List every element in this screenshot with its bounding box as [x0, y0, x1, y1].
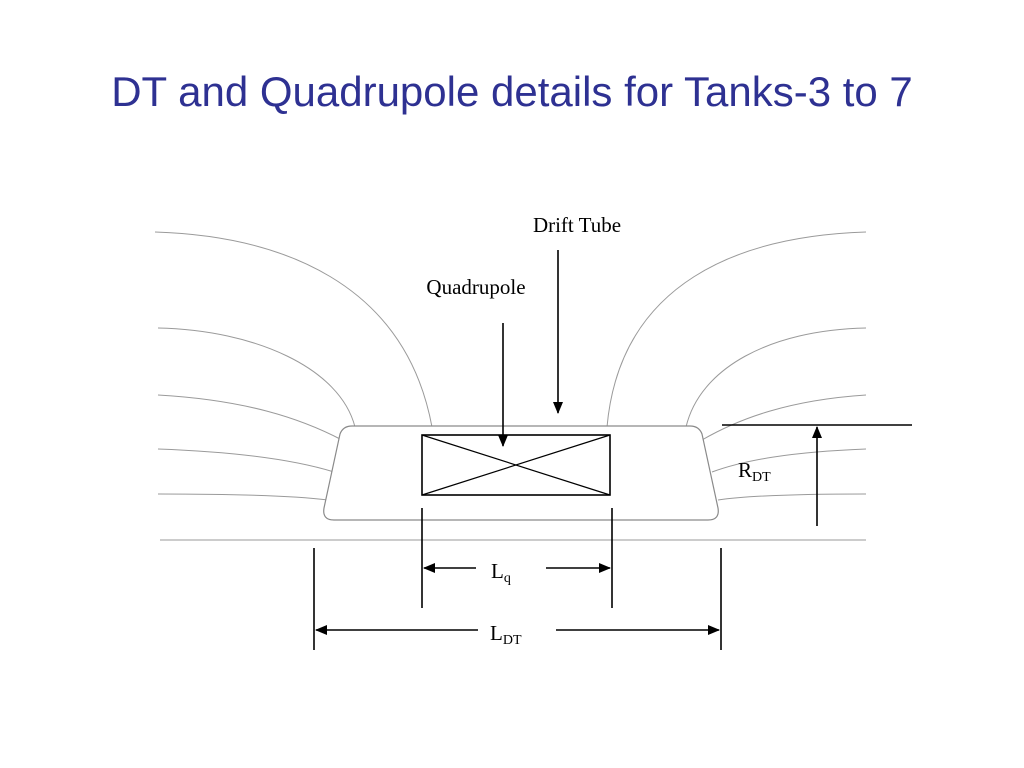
r-dt-label: RDT	[738, 458, 771, 485]
field-line	[711, 448, 867, 473]
field-line	[157, 448, 335, 473]
l-dt-dimension: LDT	[313, 548, 722, 650]
left-field-lines	[154, 231, 433, 501]
field-line	[685, 327, 867, 428]
field-line	[701, 394, 867, 441]
l-dt-label: LDT	[490, 621, 522, 648]
r-dt-dimension: RDT	[722, 424, 912, 526]
field-line	[157, 493, 329, 501]
l-q-label: Lq	[491, 559, 511, 586]
field-line	[606, 231, 867, 428]
field-line	[157, 327, 356, 428]
l-q-label-main: L	[491, 559, 504, 583]
field-line	[717, 493, 867, 501]
l-q-label-sub: q	[504, 571, 511, 586]
l-q-dimension: Lq	[421, 508, 613, 608]
l-dt-label-sub: DT	[503, 633, 522, 648]
quadrupole-label: Quadrupole	[426, 275, 525, 299]
field-line	[157, 394, 343, 441]
quadrupole-magnet	[421, 434, 611, 496]
drift-tube-label: Drift Tube	[533, 213, 621, 237]
r-dt-label-main: R	[738, 458, 752, 482]
right-field-lines	[606, 231, 867, 501]
quadrupole-box	[421, 434, 611, 496]
field-line	[154, 231, 433, 428]
drift-tube-body	[323, 425, 719, 521]
quadrupole-cross-line	[421, 434, 611, 496]
r-dt-label-sub: DT	[752, 470, 771, 485]
slide-title: DT and Quadrupole details for Tanks-3 to…	[111, 68, 913, 115]
l-dt-label-main: L	[490, 621, 503, 645]
